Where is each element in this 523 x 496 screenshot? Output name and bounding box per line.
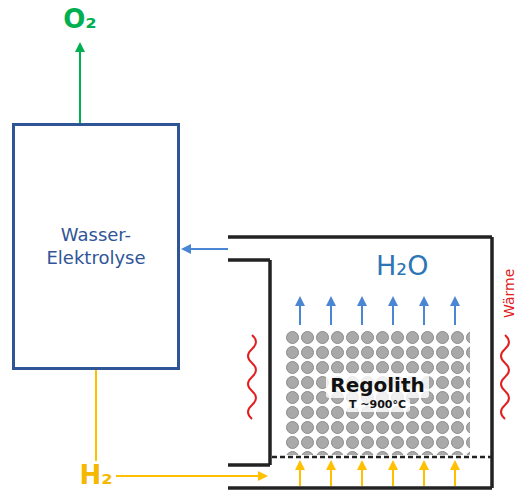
- regolith-grains: [285, 330, 470, 455]
- regolith-bed: RegolithT ~900°C: [285, 330, 470, 455]
- reactor-box: H₂O RegolithT ~900°C: [228, 237, 492, 488]
- reactor-housing: [228, 237, 492, 488]
- node-detail: T ~900°C: [345, 398, 410, 412]
- node-title: Regolith: [326, 373, 429, 398]
- heat-wave: [248, 335, 256, 419]
- gas-distributor: [272, 456, 492, 459]
- heat-label: Wärme: [501, 269, 518, 318]
- oxygen-label: O₂: [63, 4, 97, 35]
- node-title: Wasser-Elektrolyse: [25, 224, 167, 269]
- electrolysis-box: Wasser-Elektrolyse: [12, 123, 180, 370]
- hydrogen-label: H₂: [76, 461, 115, 491]
- flow-arrow: [183, 248, 228, 250]
- vapour-arrows: [300, 298, 455, 325]
- oxygen-arrow: [79, 44, 81, 123]
- hydrogen-arrows: [300, 462, 455, 486]
- flow-arrow: [96, 370, 266, 476]
- node-title: H₂O: [376, 249, 428, 283]
- heat-wave: [501, 335, 509, 419]
